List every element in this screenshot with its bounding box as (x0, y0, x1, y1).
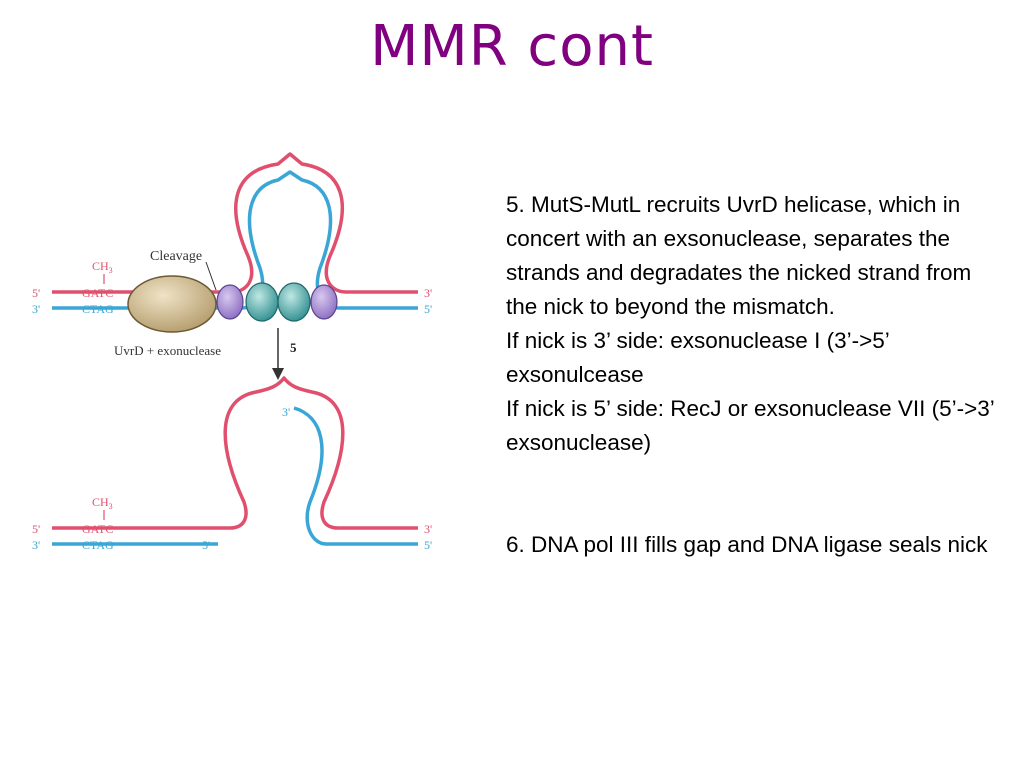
step6-paragraph: 6. DNA pol III fills gap and DNA ligase … (506, 532, 988, 557)
ctag-label-bottom: CTAG (82, 538, 114, 552)
top-strand-pink (52, 152, 418, 294)
prime3-right-top: 3' (424, 286, 432, 300)
mutl-protein-left (216, 284, 244, 320)
prime3-nick-label: 3' (282, 405, 290, 419)
top-panel: Cleavage CH3 GATC CTAG 5' 3' 3' 5' (32, 152, 432, 333)
prime5-gap-label: 5' (202, 538, 210, 552)
bottom-panel: 3' 5' CH3 GATC CTAG 5' 3' 3' 5' (32, 376, 432, 552)
mmr-diagram-svg: Cleavage CH3 GATC CTAG 5' 3' 3' 5' UvrD … (32, 152, 432, 552)
ctag-label-top: CTAG (82, 302, 114, 316)
prime3-left-top: 3' (32, 302, 40, 316)
nick3-paragraph: If nick is 3’ side: exsonuclease I (3’->… (506, 328, 889, 387)
enzyme-label: UvrD + exonuclease (114, 343, 221, 358)
step5-paragraph: 5. MutS-MutL recruits UvrD helicase, whi… (506, 192, 972, 319)
explanation-text: 5. MutS-MutL recruits UvrD helicase, whi… (506, 188, 1006, 562)
nick5-paragraph: If nick is 5’ side: RecJ or exsonuclease… (506, 396, 994, 455)
step-number: 5 (290, 340, 297, 355)
ch3-label-bottom: CH3 (92, 495, 113, 511)
bottom-strand-blue-right (293, 406, 418, 546)
prime5-right-bottom: 5' (424, 538, 432, 552)
slide-title: MMR cont (370, 14, 654, 79)
muts-protein-right (277, 282, 311, 322)
prime3-left-bottom: 3' (32, 538, 40, 552)
step-arrow: UvrD + exonuclease 5 (114, 328, 297, 380)
prime5-left-top: 5' (32, 286, 40, 300)
prime5-left-bottom: 5' (32, 522, 40, 536)
gatc-label-top: GATC (82, 286, 113, 300)
prime5-right-top: 5' (424, 302, 432, 316)
mutl-protein-right (310, 284, 338, 320)
muts-protein-left (245, 282, 279, 322)
cleavage-label: Cleavage (150, 249, 202, 264)
top-strand-pink-gapped (52, 376, 418, 530)
cleavage-enzyme (127, 275, 217, 333)
gatc-label-bottom: GATC (82, 522, 113, 536)
paragraph-spacer (506, 460, 1006, 528)
arrow-head (272, 368, 284, 380)
ch3-label-top: CH3 (92, 259, 113, 275)
mmr-diagram: Cleavage CH3 GATC CTAG 5' 3' 3' 5' UvrD … (20, 140, 460, 580)
cleavage-pointer (205, 261, 217, 291)
prime3-right-bottom: 3' (424, 522, 432, 536)
